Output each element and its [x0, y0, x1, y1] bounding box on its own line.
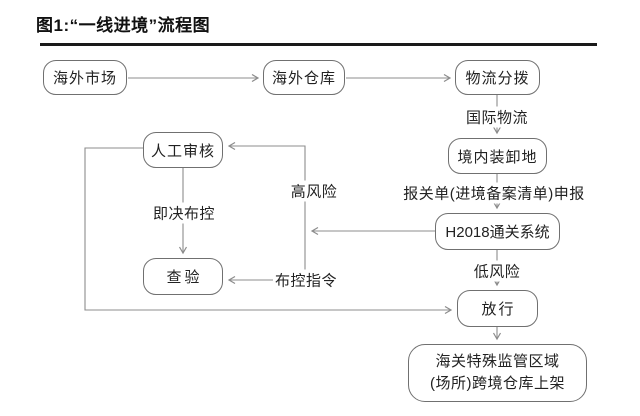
figure-title: 图1:“一线进境”流程图 [36, 16, 211, 35]
label-low-risk: 低风险 [471, 260, 523, 282]
node-customs-special-zone-line1: 海关特殊监管区域 [435, 353, 560, 370]
label-control-order: 布控指令 [272, 269, 340, 291]
title-rule [40, 43, 597, 46]
node-inspection: 查验 [143, 258, 223, 295]
label-declaration: 报关单(进境备案清单)申报 [401, 182, 587, 204]
node-overseas-market: 海外市场 [43, 60, 127, 95]
label-instant-control: 即决布控 [150, 202, 218, 224]
node-manual-review: 人工审核 [143, 132, 223, 168]
edge-junction-to-manual-review [227, 141, 306, 280]
node-customs-special-zone-line2: (场所)跨境仓库上架 [430, 375, 565, 392]
node-h2018-system: H2018通关系统 [435, 213, 560, 250]
node-customs-special-zone: 海关特殊监管区域 (场所)跨境仓库上架 [408, 344, 587, 402]
node-logistics-distribution: 物流分拨 [455, 60, 540, 95]
node-domestic-unloading: 境内装卸地 [448, 138, 547, 174]
label-international-logistics: 国际物流 [463, 106, 531, 128]
edge-manual-review-to-release [84, 147, 453, 315]
node-release: 放行 [457, 290, 538, 327]
label-high-risk: 高风险 [288, 180, 340, 202]
node-overseas-warehouse: 海外仓库 [263, 60, 345, 95]
